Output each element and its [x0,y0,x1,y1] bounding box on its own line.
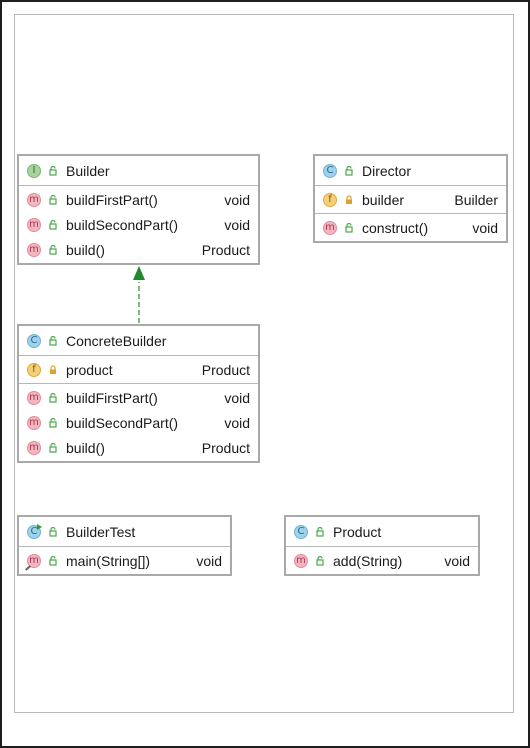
public-icon [343,165,355,177]
method-icon: m [27,242,41,257]
class-header: C Director [315,156,506,186]
class-name: Director [362,162,412,179]
method-name: add(String) [333,552,403,569]
test-class-icon: C [27,523,42,539]
method-row[interactable]: m buildSecondPart() void [19,410,258,435]
class-concrete-builder[interactable]: C ConcreteBuilder f product Product m bu… [17,324,260,463]
public-icon [314,555,326,567]
field-icon: f [323,192,337,207]
method-name: buildFirstPart() [66,191,158,208]
class-header: C ConcreteBuilder [19,326,258,356]
method-name: build() [66,241,105,258]
class-builder-test[interactable]: C BuilderTest m main(String[]) void [17,515,232,576]
class-name: Builder [66,162,110,179]
class-name: Product [333,523,382,540]
field-row[interactable]: f builder Builder [315,187,506,212]
method-icon: m [27,192,41,207]
method-row[interactable]: m build() Product [19,435,258,460]
class-product[interactable]: C Product m add(String) void [284,515,480,576]
method-row[interactable]: m construct() void [315,215,506,240]
method-icon: m [27,440,41,455]
method-type: void [224,389,250,406]
method-row[interactable]: m buildFirstPart() void [19,385,258,410]
public-icon [47,526,59,538]
public-icon [47,219,59,231]
method-type: void [196,552,222,569]
method-icon: m [27,390,41,405]
methods-section: m construct() void [315,214,506,241]
method-row[interactable]: m build() Product [19,237,258,262]
method-type: void [472,219,498,236]
field-name: builder [362,191,405,208]
class-icon: C [294,524,308,539]
public-icon [314,526,326,538]
public-icon [47,335,59,347]
class-header: C BuilderTest [19,517,230,547]
class-icon: C [323,163,337,178]
class-name: BuilderTest [66,523,136,540]
fields-section: f product Product [19,356,258,384]
method-type: Product [201,439,250,456]
public-icon [343,222,355,234]
public-icon [47,555,59,567]
private-lock-icon [47,364,59,376]
class-builder[interactable]: I Builder m buildFirstPart() void m buil… [17,154,260,265]
public-icon [47,392,59,404]
method-type: void [444,552,470,569]
public-icon [47,194,59,206]
interface-icon: I [27,163,41,178]
public-icon [47,244,59,256]
method-name: buildSecondPart() [66,216,179,233]
method-icon: m [27,415,41,430]
class-icon: C [27,333,41,348]
private-lock-icon [343,194,355,206]
method-row[interactable]: m buildSecondPart() void [19,212,258,237]
field-type: Builder [454,191,498,208]
method-type: Product [201,241,250,258]
method-name: main(String[]) [66,552,151,569]
method-type: void [224,191,250,208]
method-icon: m [323,220,337,235]
class-director[interactable]: C Director f builder Builder m construct… [313,154,508,243]
class-name: ConcreteBuilder [66,332,167,349]
method-name: buildSecondPart() [66,414,179,431]
public-icon [47,442,59,454]
method-icon: m [27,217,41,232]
class-header: I Builder [19,156,258,186]
public-icon [47,417,59,429]
public-icon [47,165,59,177]
methods-section: m buildFirstPart() void m buildSecondPar… [19,384,258,461]
method-name: construct() [362,219,429,236]
field-row[interactable]: f product Product [19,357,258,382]
methods-section: m buildFirstPart() void m buildSecondPar… [19,186,258,263]
field-type: Product [201,361,250,378]
field-name: product [66,361,113,378]
method-row[interactable]: m buildFirstPart() void [19,187,258,212]
field-icon: f [27,362,41,377]
class-header: C Product [286,517,478,547]
method-name: build() [66,439,105,456]
static-method-icon: m [27,553,41,568]
method-row[interactable]: m main(String[]) void [19,548,230,573]
fields-section: f builder Builder [315,186,506,214]
method-type: void [224,216,250,233]
method-row[interactable]: m add(String) void [286,548,478,573]
method-icon: m [294,553,308,568]
method-type: void [224,414,250,431]
methods-section: m add(String) void [286,547,478,574]
method-name: buildFirstPart() [66,389,158,406]
methods-section: m main(String[]) void [19,547,230,574]
